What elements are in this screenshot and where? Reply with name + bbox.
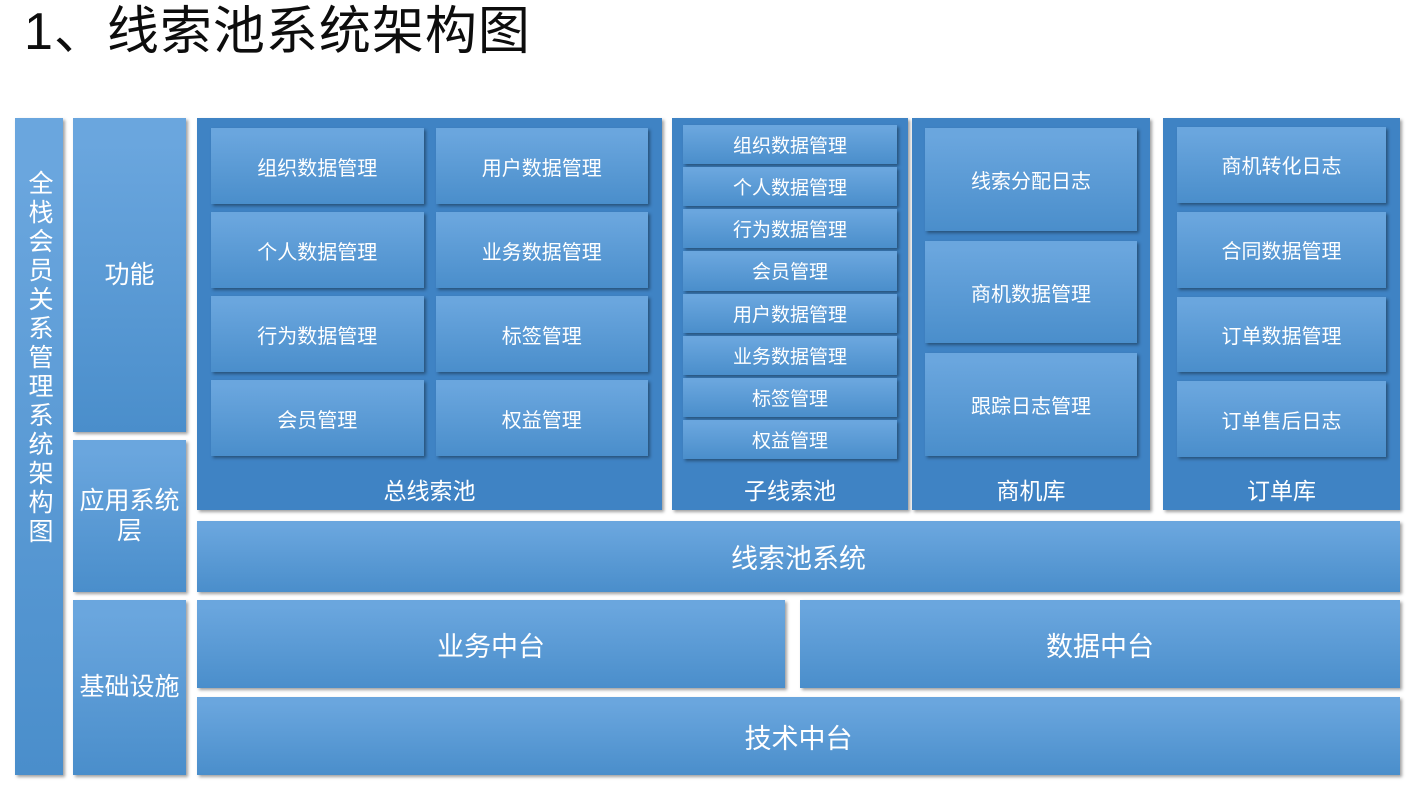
module-label: 线索分配日志 [971,170,1091,193]
module-box[interactable]: 个人数据管理 [683,167,897,207]
module-box[interactable]: 会员管理 [211,380,424,456]
module-box[interactable]: 商机数据管理 [925,240,1137,344]
module-label: 组织数据管理 [257,157,378,180]
module-box[interactable]: 个人数据管理 [211,212,424,288]
bar-tech-middle-platform-label: 技术中台 [744,723,853,754]
group-sub-lead-pool-label: 子线索池 [744,478,836,504]
module-label: 合同数据管理 [1221,241,1342,264]
module-box[interactable]: 行为数据管理 [211,296,424,372]
module-box[interactable]: 用户数据管理 [683,293,897,333]
layer-infrastructure-label: 基础设施 [79,673,180,702]
group-order-lib-label: 订单库 [1247,478,1316,504]
group-sub-lead-pool-items: 组织数据管理 个人数据管理 行为数据管理 会员管理 用户数据管理 业务数据管理 … [672,118,908,466]
module-box[interactable]: 业务数据管理 [683,335,897,375]
module-box[interactable]: 业务数据管理 [435,212,648,288]
module-label: 订单数据管理 [1221,325,1342,348]
module-label: 标签管理 [751,388,828,410]
bar-data-middle-platform-label: 数据中台 [1046,631,1154,662]
module-label: 组织数据管理 [732,136,847,158]
module-label: 用户数据管理 [732,304,847,326]
module-label: 行为数据管理 [732,220,847,242]
bar-lead-pool-system-label: 线索池系统 [731,544,866,574]
bar-lead-pool-system[interactable]: 线索池系统 [197,521,1400,592]
module-label: 会员管理 [277,409,358,432]
group-opportunity-lib-label: 商机库 [996,478,1066,504]
module-box[interactable]: 权益管理 [683,419,897,459]
module-label: 业务数据管理 [732,346,847,368]
layer-application-label: 应用系统层 [79,486,180,546]
module-box[interactable]: 合同数据管理 [1177,211,1386,288]
module-label: 跟踪日志管理 [971,396,1091,419]
diagram-spine-label: 全栈会员关系管理系统架构图 [15,118,63,775]
module-label: 商机数据管理 [971,283,1091,306]
layer-application[interactable]: 应用系统层 [73,440,186,592]
module-label: 订单售后日志 [1221,410,1342,433]
module-box[interactable]: 用户数据管理 [435,128,648,204]
bar-business-middle-platform-label: 业务中台 [437,631,545,662]
bar-business-middle-platform[interactable]: 业务中台 [197,600,785,688]
module-box[interactable]: 线索分配日志 [925,128,1137,231]
group-order-lib: 商机转化日志 合同数据管理 订单数据管理 订单售后日志 订单库 [1163,118,1400,510]
module-label: 标签管理 [501,325,582,348]
module-box[interactable]: 标签管理 [683,377,897,417]
module-box[interactable]: 行为数据管理 [683,209,897,249]
group-order-lib-items: 商机转化日志 合同数据管理 订单数据管理 订单售后日志 [1163,118,1400,466]
module-label: 会员管理 [751,262,828,284]
group-opportunity-lib: 线索分配日志 商机数据管理 跟踪日志管理 商机库 [912,118,1150,510]
module-label: 行为数据管理 [257,325,378,348]
bar-data-middle-platform[interactable]: 数据中台 [800,600,1400,688]
layer-function[interactable]: 功能 [73,118,186,432]
page-title: 1、线索池系统架构图 [24,3,531,61]
module-label: 业务数据管理 [481,241,602,264]
module-box[interactable]: 订单售后日志 [1177,381,1386,457]
module-box[interactable]: 跟踪日志管理 [925,353,1137,457]
layer-infrastructure[interactable]: 基础设施 [73,600,186,775]
group-main-lead-pool-items: 组织数据管理 用户数据管理 个人数据管理 业务数据管理 行为数据管理 标签管理 … [197,118,662,466]
module-label: 个人数据管理 [257,241,378,264]
module-label: 商机转化日志 [1221,156,1342,179]
layer-function-label: 功能 [104,260,155,289]
module-label: 权益管理 [501,409,582,432]
module-box[interactable]: 订单数据管理 [1177,296,1386,373]
module-box[interactable]: 会员管理 [683,251,897,291]
module-label: 个人数据管理 [732,178,847,200]
module-box[interactable]: 商机转化日志 [1177,127,1386,203]
module-box[interactable]: 组织数据管理 [211,128,424,204]
module-label: 权益管理 [751,430,828,452]
spine-text: 全栈会员关系管理系统架构图 [25,170,53,547]
group-main-lead-pool-label: 总线索池 [383,478,476,504]
group-main-lead-pool: 组织数据管理 用户数据管理 个人数据管理 业务数据管理 行为数据管理 标签管理 … [197,118,662,510]
bar-tech-middle-platform[interactable]: 技术中台 [197,697,1400,775]
group-opportunity-lib-items: 线索分配日志 商机数据管理 跟踪日志管理 [912,118,1150,466]
group-sub-lead-pool: 组织数据管理 个人数据管理 行为数据管理 会员管理 用户数据管理 业务数据管理 … [672,118,908,510]
module-box[interactable]: 权益管理 [435,380,648,456]
module-label: 用户数据管理 [481,157,602,180]
module-box[interactable]: 组织数据管理 [683,125,897,165]
module-box[interactable]: 标签管理 [435,296,648,372]
